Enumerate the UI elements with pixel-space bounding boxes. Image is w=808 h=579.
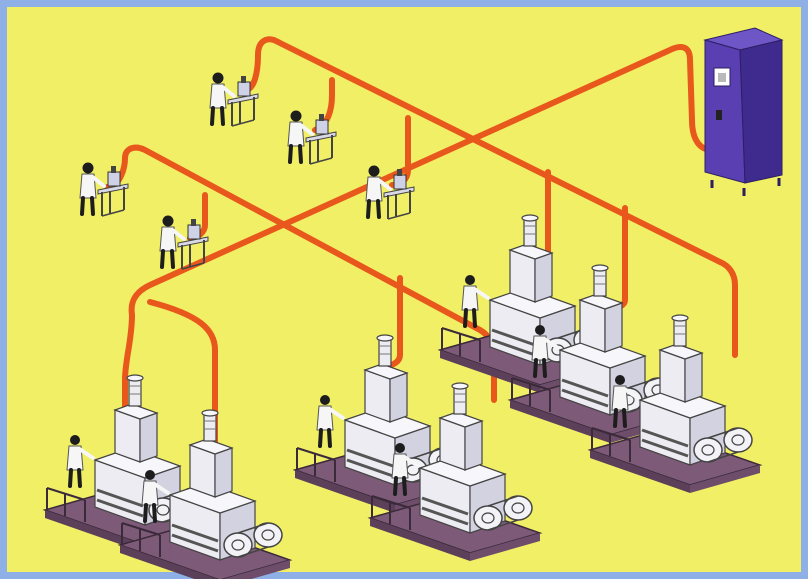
left-branch-duct-2 <box>147 299 218 463</box>
operator-icon <box>208 70 236 126</box>
upper-header-duct <box>242 36 738 358</box>
main-duct <box>128 44 715 318</box>
dust-collector <box>703 27 784 196</box>
drop-machine-6 <box>602 205 628 313</box>
operator-icon <box>286 108 314 164</box>
left-branch-duct <box>122 312 135 413</box>
operator-icon <box>158 213 186 269</box>
collector-switch <box>716 110 722 120</box>
operator-icon <box>78 160 106 216</box>
mid-header-duct <box>104 144 497 403</box>
operator-icon <box>364 163 392 219</box>
workstation <box>208 70 259 127</box>
